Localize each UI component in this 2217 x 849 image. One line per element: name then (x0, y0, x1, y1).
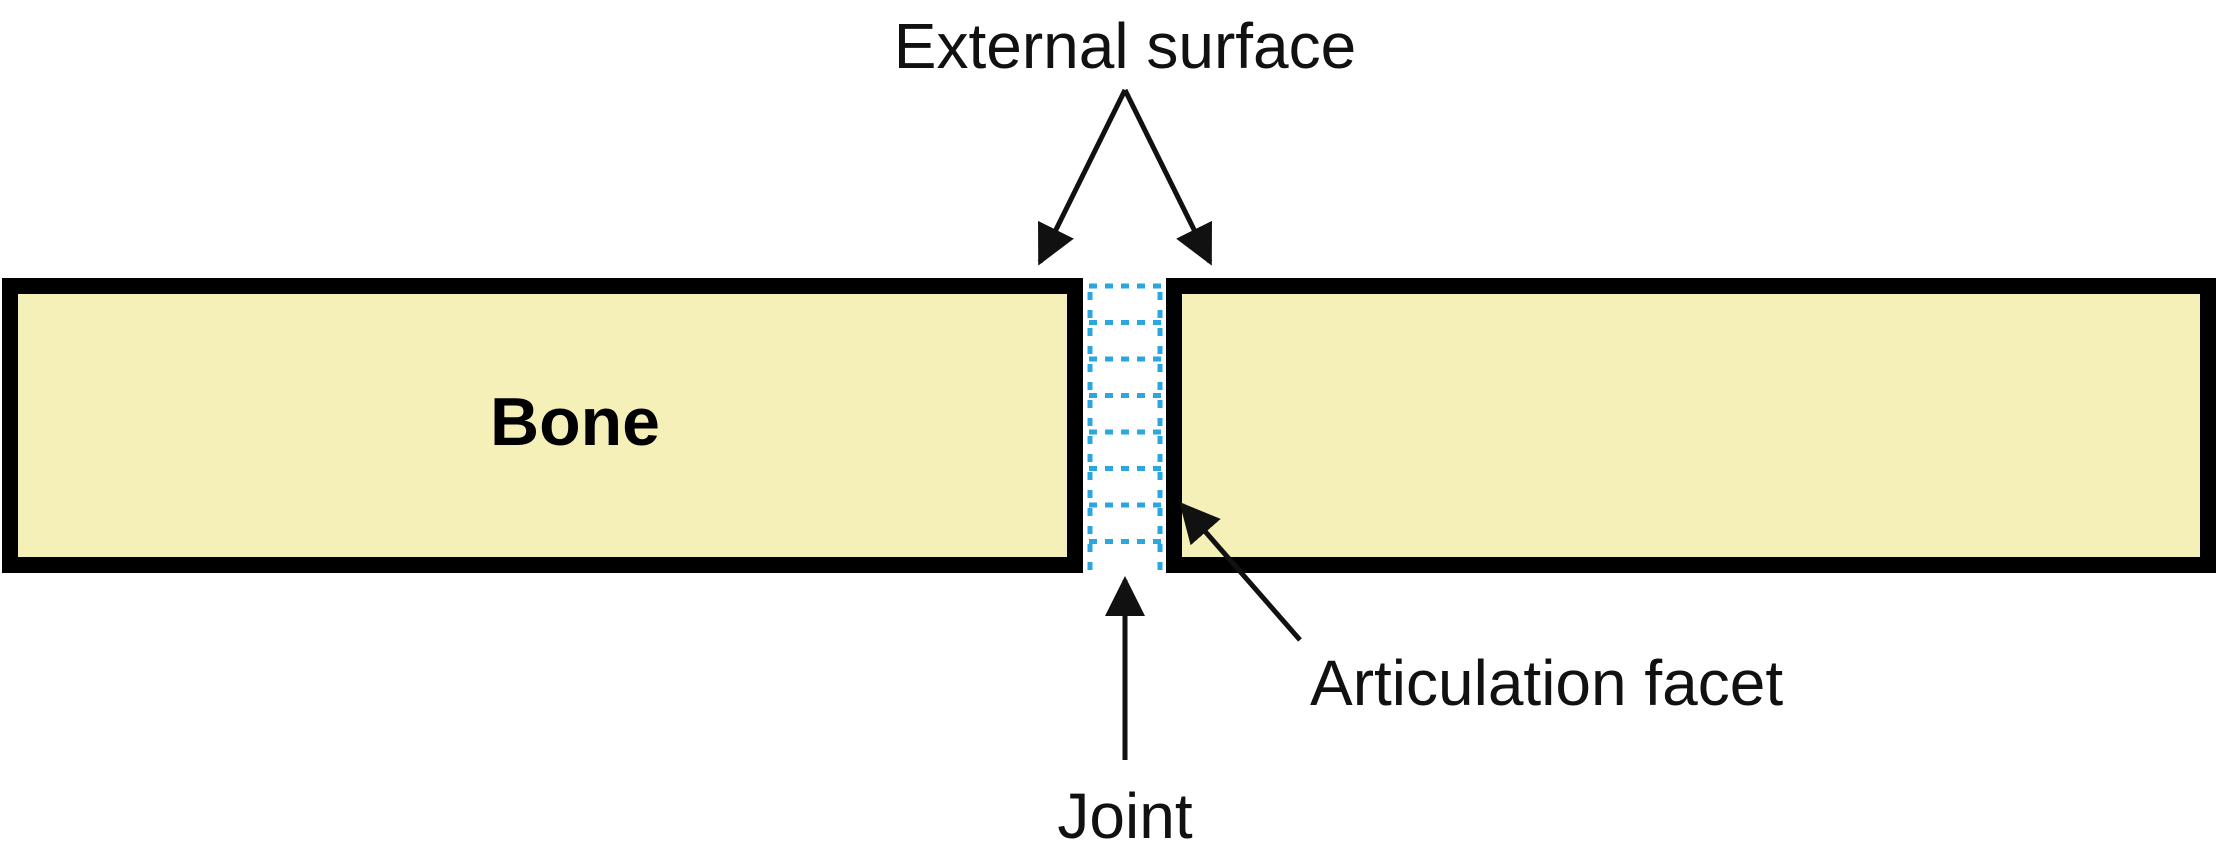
joint-dot (1089, 502, 1097, 508)
bone-label: Bone (490, 384, 660, 460)
bone-right (1166, 278, 2216, 573)
joint-dot (1121, 356, 1129, 362)
joint-edge-dot (1087, 418, 1093, 426)
joint-edge-dot (1087, 400, 1093, 408)
joint-dot (1153, 429, 1161, 435)
joint-dot (1137, 356, 1145, 362)
external-surface-arrow-left (1037, 88, 1128, 266)
joint-edge-dot (1157, 526, 1163, 534)
joint-dot (1105, 393, 1113, 398)
joint-edge-dot (1157, 508, 1163, 516)
joint-dot (1089, 320, 1097, 325)
joint-edge-dot (1157, 346, 1163, 354)
joint-dot (1089, 539, 1097, 544)
articulation-facet-arrow (1179, 501, 1302, 642)
joint-edge-dot (1157, 364, 1163, 372)
joint-edge-dot (1087, 292, 1093, 300)
bone-left (2, 278, 1083, 573)
joint-dot (1153, 466, 1161, 471)
joint-dot (1089, 283, 1097, 289)
joint-edge-dot (1087, 562, 1093, 570)
joint-dot (1121, 539, 1129, 544)
joint-edge-dot (1087, 508, 1093, 516)
joint-edge-dot (1157, 310, 1163, 318)
joint-dot (1153, 283, 1161, 289)
joint-dot (1105, 539, 1113, 544)
joint-dot (1153, 502, 1161, 508)
joint-label: Joint (1057, 780, 1192, 849)
joint-dot (1153, 393, 1161, 398)
joint-dot (1121, 429, 1129, 435)
joint-dot (1089, 393, 1097, 398)
joint-dot (1105, 502, 1113, 508)
joint-dot (1105, 356, 1113, 362)
joint-edge-dot (1157, 562, 1163, 570)
joint-edge-dot (1087, 328, 1093, 336)
joint-edge-dot (1157, 292, 1163, 300)
joint-dot (1121, 466, 1129, 471)
joint-dot (1121, 393, 1129, 398)
joint-dot (1089, 356, 1097, 362)
joint-dot (1089, 466, 1097, 471)
joint-edge-dot (1157, 436, 1163, 444)
joint-dotted-pattern (1087, 283, 1163, 570)
joint-edge-dot (1157, 490, 1163, 498)
joint-dot (1121, 502, 1129, 508)
joint-edge-dot (1157, 472, 1163, 480)
joint-dot (1105, 320, 1113, 325)
joint-edge-dot (1087, 526, 1093, 534)
joint-dot (1137, 539, 1145, 544)
joint-edge-dot (1157, 328, 1163, 336)
joint-dot (1137, 466, 1145, 471)
joint-edge-dot (1157, 382, 1163, 390)
external-surface-label: External surface (894, 10, 1356, 82)
joint-edge-dot (1087, 436, 1093, 444)
joint-edge-dot (1087, 490, 1093, 498)
joint-dot (1105, 283, 1113, 289)
joint-edge-dot (1087, 310, 1093, 318)
joint-dot (1153, 356, 1161, 362)
joint-edge-dot (1157, 400, 1163, 408)
joint-dot (1121, 283, 1129, 289)
articulation-facet-label: Articulation facet (1310, 647, 1783, 719)
joint-edge-dot (1087, 472, 1093, 480)
joint-dot (1089, 429, 1097, 435)
joint-dot (1153, 320, 1161, 325)
external-surface-arrow-right (1122, 88, 1213, 266)
joint-edge-dot (1087, 544, 1093, 552)
joint-dot (1153, 539, 1161, 544)
joint-dot (1137, 320, 1145, 325)
joint-edge-dot (1157, 418, 1163, 426)
joint-dot (1121, 320, 1129, 325)
joint-dot (1137, 429, 1145, 435)
joint-edge-dot (1087, 346, 1093, 354)
joint-edge-dot (1087, 454, 1093, 462)
joint-dot (1105, 429, 1113, 435)
joint-edge-dot (1157, 544, 1163, 552)
joint-dot (1137, 283, 1145, 289)
joint-dot (1105, 466, 1113, 471)
joint-dot (1137, 393, 1145, 398)
joint-dot (1137, 502, 1145, 508)
joint-edge-dot (1087, 382, 1093, 390)
joint-edge-dot (1087, 364, 1093, 372)
joint-edge-dot (1157, 454, 1163, 462)
